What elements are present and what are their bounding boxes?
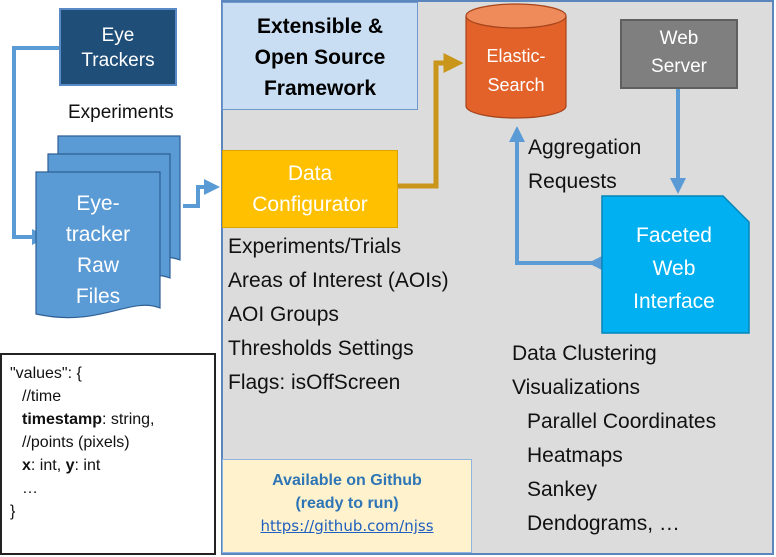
web-server-box: Web Server [620,19,738,89]
raw-files-label: Eye- tracker Raw Files [36,188,160,312]
github-link[interactable]: https://github.com/njss [260,517,434,535]
raw-files-stack [35,135,181,319]
eye-trackers-line1: Eye [101,25,135,46]
code-key: x [22,457,31,474]
data-configurator-box: Data Configurator [222,150,398,228]
experiments-label: Experiments [68,102,174,123]
code-text: : string, [102,411,155,428]
data-configurator-line2: Configurator [252,193,368,216]
elasticsearch-label: Elastic- Search [466,42,566,100]
framework-line3: Framework [263,77,377,100]
code-line: //points (pixels) [22,434,130,451]
feature-item: Heatmaps [527,444,623,467]
code-line: x: int, y: int [10,454,214,477]
code-line: //time [22,388,62,405]
feature-item: Parallel Coordinates [527,410,717,433]
arrow-trackers-to-files [12,46,59,245]
github-line2: (ready to run) [295,495,399,512]
web-server-line1: Web [659,28,699,49]
code-text: : int [74,457,101,474]
feature-item: Sankey [527,478,598,501]
config-item: Thresholds Settings [228,337,414,360]
data-configurator-line1: Data [287,162,333,185]
code-line: } [10,503,16,520]
framework-line2: Open Source [254,46,386,69]
arrow-aggregation-requests [509,126,604,271]
config-item: AOI Groups [228,303,339,326]
github-line1: Available on Github [272,472,422,489]
elasticsearch-cylinder [465,3,567,119]
raw-files-line3: Raw [76,254,119,277]
raw-files-line1: Eye- [76,192,120,215]
code-line: "values": { [10,365,82,382]
faceted-line2: Web [652,257,696,280]
framework-title-box: Extensible & Open Source Framework [222,2,418,110]
framework-line1: Extensible & [256,15,384,38]
faceted-interface-shape [601,195,750,334]
arrow-files-to-configurator [183,179,220,208]
elasticsearch-line1: Elastic- [486,46,546,66]
faceted-line1: Faceted [636,224,712,247]
github-box: Available on Github (ready to run) https… [222,459,472,553]
feature-item: Dendograms, … [527,512,680,535]
elasticsearch-line2: Search [487,75,545,95]
code-key: timestamp [22,411,103,428]
code-key: y [65,457,75,474]
code-line: timestamp: string, [10,408,214,431]
eye-trackers-line2: Trackers [81,50,155,71]
raw-files-line4: Files [75,285,121,308]
faceted-interface-label: Faceted Web Interface [601,219,747,318]
code-text: : int, [30,457,66,474]
config-item: Flags: isOffScreen [228,371,401,394]
code-line: … [22,480,38,497]
aggregation-line1: Aggregation [528,136,642,159]
feature-clustering: Data Clustering [512,342,657,365]
aggregation-requests-label: Aggregation Requests [528,131,641,199]
json-schema-box: "values": { //time timestamp: string, //… [0,353,216,555]
arrow-configurator-to-elasticsearch [398,53,464,189]
config-item: Areas of Interest (AOIs) [228,269,449,292]
eye-trackers-box: Eye Trackers [59,8,177,86]
web-server-line2: Server [651,56,707,77]
features-list: Data Clustering Visualizations Parallel … [512,337,716,541]
raw-files-line2: tracker [65,223,131,246]
configurator-items-list: Experiments/Trials Areas of Interest (AO… [228,230,449,400]
raw-file-front [35,171,161,319]
config-item: Experiments/Trials [228,235,402,258]
feature-visualizations: Visualizations [512,376,641,399]
faceted-line3: Interface [633,290,715,313]
aggregation-line2: Requests [528,170,617,193]
